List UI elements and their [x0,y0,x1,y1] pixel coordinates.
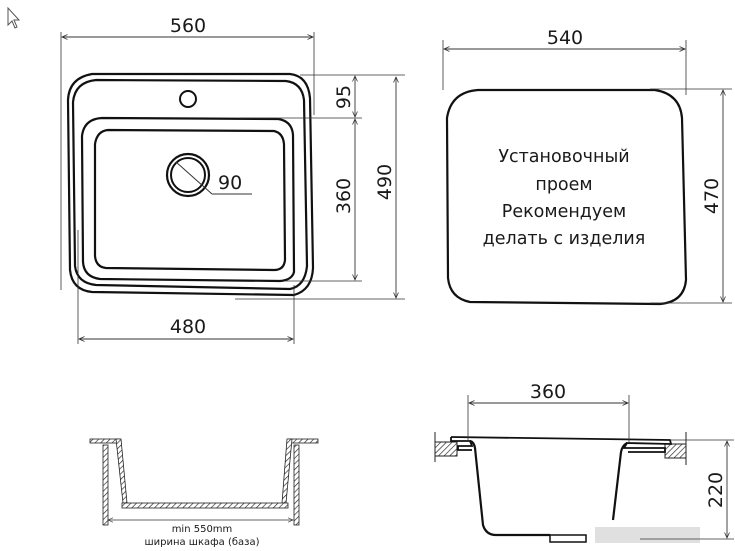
cutout-note-line-1: Установочный [498,147,629,167]
cutout-view: 540 470 Установочный проем Рекомендуем д… [442,27,732,306]
tap-hole-offset-label: 95 [333,85,355,109]
cutout-note-line-2: проем [535,175,592,195]
cutout-note-line-4: делать с изделия [483,229,646,249]
bowl-length-label: 360 [333,178,355,214]
cabinet-width-label: ширина шкафа (база) [144,537,259,548]
cabinet-section-view: min 550mm ширина шкафа (база) [89,438,319,548]
drain-diameter-label: 90 [218,172,242,194]
cutout-width-label: 540 [547,27,583,49]
overall-width-label: 560 [170,15,206,37]
side-section-view: 360 220 [434,381,734,543]
cutout-height-label: 470 [701,178,723,214]
side-bowl-width-label: 360 [530,381,566,403]
mouse-cursor-icon [7,6,21,29]
cutout-note-line-3: Рекомендуем [502,202,626,222]
depth-label: 220 [705,472,727,508]
min-width-label: min 550mm [172,524,233,535]
overall-length-label: 490 [374,164,396,200]
top-view: 90 560 480 95 360 490 [60,15,405,344]
bowl-width-label: 480 [170,316,206,338]
